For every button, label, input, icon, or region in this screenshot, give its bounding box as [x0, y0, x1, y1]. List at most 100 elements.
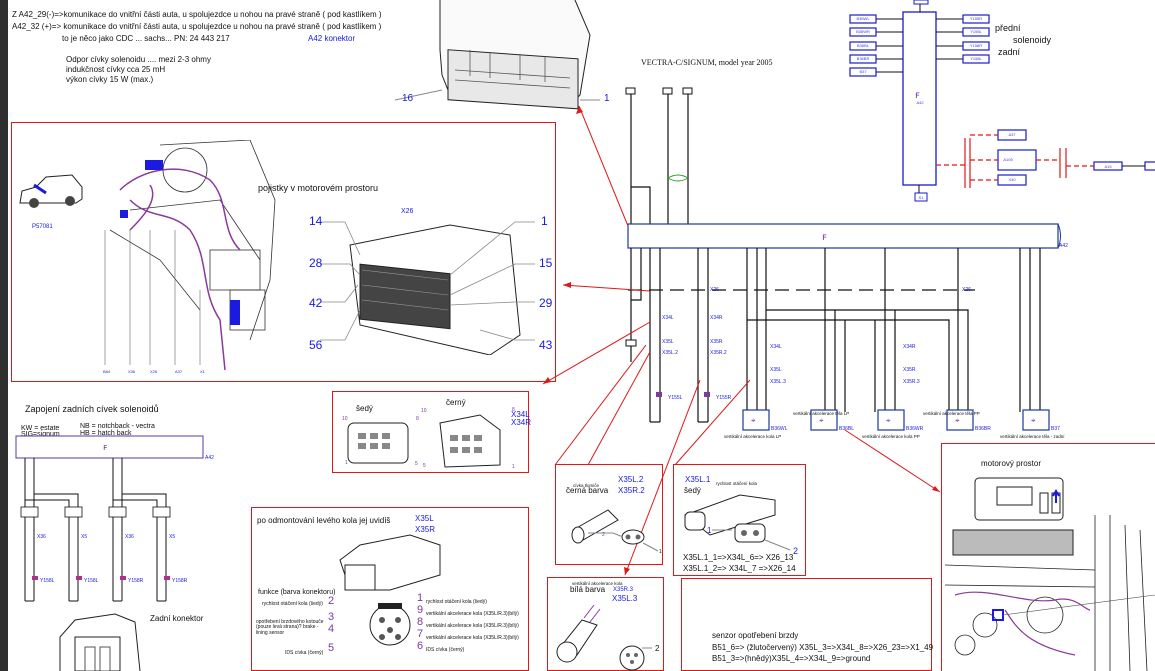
x35-2-connector-drawing — [571, 509, 659, 552]
b36wr-label: B36WR — [906, 426, 924, 432]
x35r-panel-label: X35R — [415, 525, 436, 534]
x35-2-small: cívka tlumiče — [573, 483, 600, 488]
hb-legend: HB = hatch back — [80, 430, 132, 437]
note-a42-29: Z A42_29(-)=>komunikace do vnitřní části… — [12, 10, 382, 19]
left-pin-4-text: (pouze levá strana)? brake - lining sens… — [256, 624, 319, 636]
b36br-caption: vertikální akcelerace těla PP — [923, 411, 980, 416]
engine-compartment-panel — [11, 122, 556, 382]
node-a15: A15 — [1104, 164, 1112, 169]
x34r-label: X34R — [710, 315, 723, 321]
svg-text:⌖: ⌖ — [886, 416, 891, 425]
front-label: přední — [995, 23, 1021, 33]
x26-pin-29: 29 — [539, 296, 553, 310]
node-s1: S1 — [918, 195, 924, 200]
brake-sensor-line-2: B51_3=>(hnědý)X35L_4=>X34L_9=>ground — [712, 654, 871, 663]
right-pin-6: 6 — [417, 640, 424, 652]
rear-x5-left: X5 — [81, 534, 88, 540]
b36wl-label: B36WL — [771, 426, 788, 432]
pin-label-16: 16 — [402, 93, 414, 104]
motor-compartment-panel — [941, 443, 1155, 671]
x35l-label-2: X35L — [770, 367, 782, 373]
black-pin-8: 8 — [512, 407, 515, 413]
input-b36wl: B36WL — [856, 16, 870, 21]
x35l-panel-label: X35L — [415, 514, 434, 523]
x35l3-panel-label: X35L.3 — [612, 594, 638, 603]
rear-label: zadní — [998, 47, 1021, 57]
node-a37: A37 — [1008, 132, 1016, 137]
a42-module-bar — [627, 223, 1059, 249]
brake-sensor-title: senzor opotřebení brzdy — [712, 631, 799, 640]
x35-3-pin-2: 2 — [655, 644, 660, 653]
x35-1-map-2: X35L.1_2=> X34L_7 =>X26_14 — [683, 564, 796, 573]
x26-connector-drawing — [320, 221, 535, 355]
output-y155l: Y155L — [970, 29, 982, 34]
left-pin-3-text: opotřebení brzdového kotouče — [256, 619, 324, 625]
node-a105: A105 — [1003, 157, 1013, 162]
x35-1-small: rychlost otáčení kola — [716, 481, 758, 486]
left-pin-2: 2 — [328, 595, 335, 607]
svg-text:⌖: ⌖ — [1031, 416, 1036, 425]
x35r3-panel-label: X35R.3 — [613, 587, 634, 593]
rear-y158r-2: Y158R — [172, 578, 188, 584]
x35-2-pin-2: 2 — [602, 532, 605, 538]
x35-1-pin-2: 2 — [793, 546, 799, 556]
x34-black-label: černý — [446, 398, 466, 407]
output-y155r: Y155R — [969, 16, 983, 21]
b36bl-caption: vertikální akcelerace těla LP — [793, 411, 850, 416]
coil-resistance: Odpor cívky solenoidu .... mezi 2-3 ohmy — [66, 55, 211, 64]
rear-panel-title: Zapojení zadních cívek solenoidů — [25, 404, 159, 414]
grey-pin-1: 1 — [345, 460, 348, 466]
b37-caption: vertikální akcelerace těla - zadní — [1000, 434, 1065, 439]
rear-y158r-1: Y158R — [128, 578, 144, 584]
sig-legend: SIG=signum — [21, 431, 60, 438]
right-pin-9: 9 — [417, 604, 424, 616]
rear-connector-drawing — [59, 613, 141, 671]
rear-x36-left: X36 — [37, 534, 46, 540]
x35-3-connector-drawing — [556, 604, 652, 671]
b36br-label: B36BR — [975, 426, 991, 432]
svg-text:ꜰ: ꜰ — [822, 232, 827, 243]
svg-text:⌖: ⌖ — [751, 416, 756, 425]
left-window-edge — [0, 0, 8, 671]
x26-pin-43: 43 — [539, 338, 553, 352]
x35l-label: X35L — [662, 339, 674, 345]
node-x40: X40 — [1008, 177, 1016, 182]
x26-pin-56: 56 — [309, 338, 323, 352]
x35-2-panel — [555, 464, 663, 565]
pin-label-1: 1 — [604, 93, 610, 104]
x35l1-label: X35L.1 — [685, 475, 711, 484]
x35-1-map-1: X35L.1_1=>X34L_6=> X26_13 — [683, 553, 794, 562]
right-pin-6-text: IDS cívka (černý) — [426, 647, 465, 653]
b37-label: B37 — [1051, 426, 1060, 432]
callout-x26: X26 — [150, 369, 158, 374]
black-pin-5: 5 — [423, 463, 426, 469]
right-pin-7-text: vertikální akcelerace kola (X35L/R.3)(bí… — [426, 635, 519, 641]
right-pin-7: 7 — [417, 628, 424, 640]
x35l2-label: X35L.2 — [662, 350, 678, 356]
motor-panel-title: motorový prostor — [981, 459, 1042, 468]
x26-schem-label-2: X26 — [962, 287, 971, 293]
b36bl-label: B36BL — [839, 426, 855, 432]
svg-text:⌖: ⌖ — [819, 416, 824, 425]
input-b36br: B36BR — [856, 56, 870, 61]
callout-x36: X36 — [128, 369, 136, 374]
a42-label: A42 — [1059, 243, 1068, 249]
fuse-label: pojistky v motorovém prostoru — [258, 183, 379, 193]
x35l3-label: X35L.3 — [770, 379, 786, 385]
rear-a42-label: A42 — [205, 455, 214, 461]
grey-pin-8: 8 — [416, 416, 419, 422]
x26-title: X26 — [401, 208, 414, 215]
note-cdc: to je něco jako CDC ... sachs... PN: 24 … — [62, 34, 230, 43]
x35r2-panel-label: X35R.2 — [618, 486, 645, 495]
b36wr-caption: vertikální akcelerace kola PP — [862, 434, 920, 439]
x35-panel-title: po odmontování levého kola jej uvidíš — [257, 516, 391, 525]
left-pin-3: 3 — [328, 611, 335, 623]
x35-1-color: šedý — [684, 486, 701, 495]
left-pin-4: 4 — [328, 623, 335, 635]
car-code: P57081 — [32, 224, 53, 230]
x35-2-pin-1: 1 — [659, 549, 662, 555]
note-a42-32: A42_32 (+)=> komunikace do vnitřní části… — [12, 22, 382, 31]
